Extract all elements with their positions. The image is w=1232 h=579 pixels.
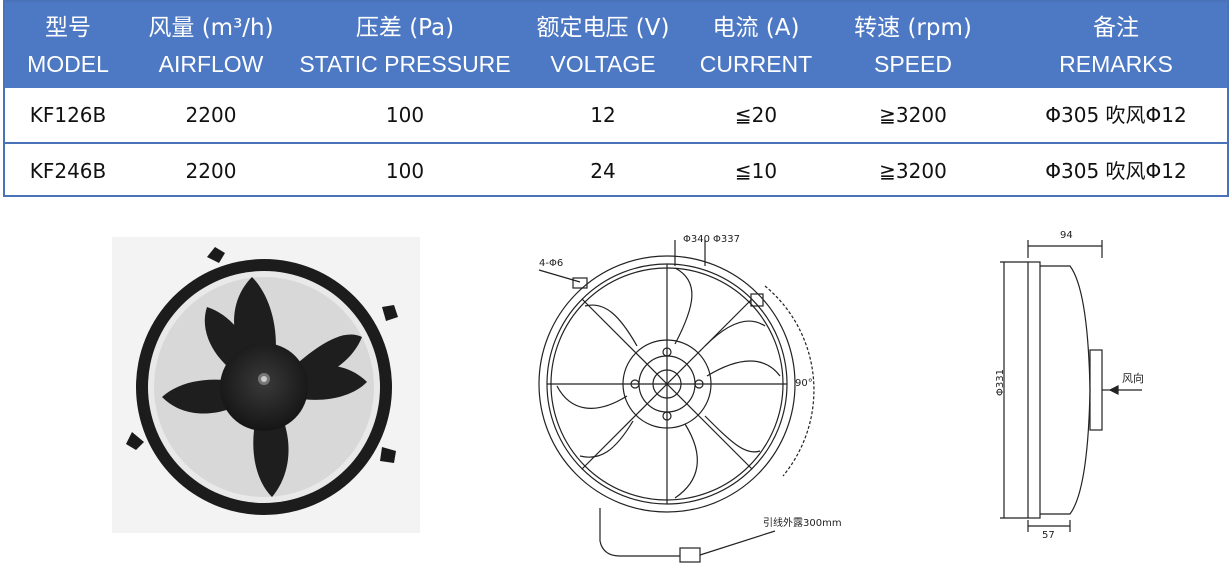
cell-voltage: 24 [590, 159, 616, 183]
header-voltage: 额定电压 (V) VOLTAGE [536, 15, 670, 77]
depth-top-label: 94 [1060, 230, 1073, 241]
diameter-outer-label: Φ340 [683, 234, 710, 245]
diameter-label: Φ331 [995, 369, 1006, 396]
cell-voltage: 12 [590, 103, 616, 127]
table-row: KF126B 2200 100 12 ≦20 ≧3200 Φ305 吹风Φ12 [5, 88, 1227, 142]
cell-model: KF126B [29, 103, 107, 127]
table-row: KF246B 2200 100 24 ≦10 ≧3200 Φ305 吹风Φ12 [5, 144, 1227, 198]
cell-speed: ≧3200 [879, 103, 947, 127]
cell-remarks: Φ305 吹风Φ12 [1045, 159, 1187, 183]
diameter-inner-label: Φ337 [713, 234, 740, 245]
depth-bottom-label: 57 [1042, 530, 1055, 540]
table-header: 型号 MODEL 风量 (m³/h) AIRFLOW 压差 (Pa) STATI… [5, 2, 1227, 88]
front-view-drawing: 4-Φ6 Φ340 Φ337 90° 引线外露300mm [538, 234, 842, 563]
fan-image [126, 247, 398, 515]
cell-pressure: 100 [385, 103, 425, 127]
header-model: 型号 MODEL [27, 15, 109, 77]
header-current: 电流 (A) CURRENT [699, 15, 813, 77]
header-speed: 转速 (rpm) SPEED [854, 15, 972, 77]
cell-current: ≦10 [734, 159, 778, 183]
cell-current: ≦20 [734, 103, 778, 127]
header-remarks: 备注 REMARKS [1059, 15, 1173, 77]
cell-speed: ≧3200 [879, 159, 947, 183]
lead-wire-label: 引线外露300mm [763, 516, 842, 529]
side-view-drawing: 94 57 Φ331 风向 [995, 230, 1144, 540]
wind-direction-label: 风向 [1122, 371, 1144, 385]
cell-model: KF246B [29, 159, 107, 183]
spec-table: 型号 MODEL 风量 (m³/h) AIRFLOW 压差 (Pa) STATI… [3, 0, 1229, 197]
angle-label: 90° [795, 378, 813, 389]
cell-airflow: 2200 [185, 103, 237, 127]
cell-remarks: Φ305 吹风Φ12 [1045, 103, 1187, 127]
header-airflow: 风量 (m³/h) AIRFLOW [148, 15, 274, 77]
fan-photo [112, 237, 420, 533]
hole-label: 4-Φ6 [539, 258, 563, 269]
header-static-pressure: 压差 (Pa) STATIC PRESSURE [299, 15, 511, 77]
row-divider [5, 142, 1227, 144]
cell-airflow: 2200 [185, 159, 237, 183]
cell-pressure: 100 [385, 159, 425, 183]
